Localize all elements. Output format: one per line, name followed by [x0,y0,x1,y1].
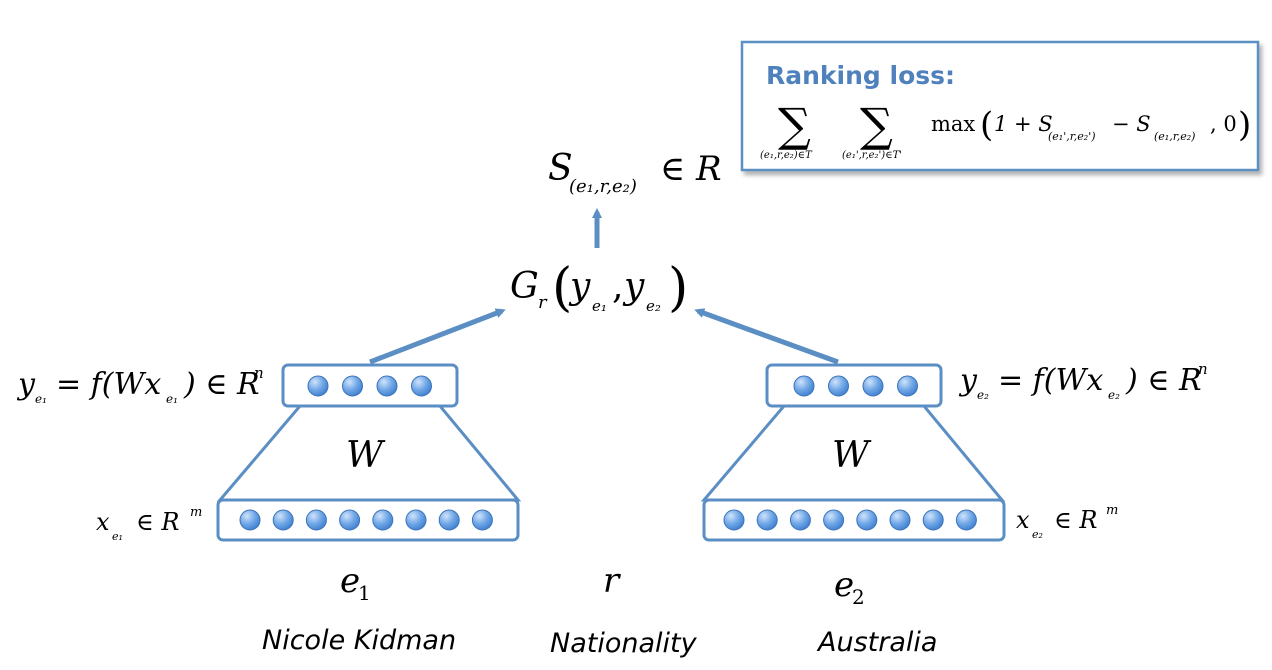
s-corrupt-subscript: (e₁',r,e₂') [1048,130,1096,143]
ranking-loss-title: Ranking loss: [766,61,955,90]
right-x-rhs: ∈ R [1054,506,1097,534]
right-entity-symbol: e [834,565,854,605]
left-hidden-node [307,375,329,397]
right-top-node-box [765,363,943,408]
left-y-mid: = f(Wx [56,367,161,402]
right-y-lhs: y [958,363,978,398]
right-hidden-node [862,375,884,397]
left-bottom-node-box [216,498,520,542]
left-x-sub: e₁ [112,530,123,543]
right-top-nodes [793,375,918,397]
max-close-paren: ) [1238,105,1251,145]
left-arrow [369,308,506,365]
score-s: S [548,148,573,189]
g-close-paren: ) [668,258,688,318]
right-input-node [789,509,811,531]
one-plus-s: 1 + S [994,112,1053,136]
left-y-mid-sub: e₁ [166,392,178,406]
max-word: max [931,112,975,136]
left-hidden-node [342,375,363,397]
right-arrow [694,308,839,365]
score-subscript: (e₁,r,e₂) [569,176,637,197]
right-hidden-node [828,375,849,397]
y2-subscript: e₂ [646,297,661,315]
right-input-node [756,509,778,531]
left-input-node [438,509,460,531]
ranking-loss-border [740,40,1260,172]
right-x-sup: m [1106,503,1118,518]
left-y-rhs: ) ∈ R [183,367,260,402]
right-input-node [823,509,845,531]
left-input-node [405,509,427,531]
right-input-node [723,509,745,531]
composition-function: G r ( y e₁ , y e₂ ) [510,258,688,318]
left-hidden-node [376,375,398,397]
sum-symbol-1: ∑ [778,98,811,152]
right-y-mid: = f(Wx [998,363,1103,398]
left-x-sup: m [190,505,202,520]
left-entity-name: Nicole Kidman [262,625,456,656]
left-input-node [272,509,294,531]
relation-name: Nationality [550,628,698,659]
right-y-lhs-sub: e₂ [977,388,989,402]
right-input-node [922,509,944,531]
right-input-node [856,509,878,531]
right-bottom-nodes [723,509,977,531]
right-bottom-node-box [702,498,1006,542]
relation-symbol: r [603,561,621,601]
minus-s: − S [1112,112,1151,136]
left-input-node [305,509,327,531]
g-letter: G [510,266,539,307]
left-y-lhs-sub: e₁ [35,392,47,406]
left-top-node-box [281,363,459,408]
g-subscript: r [538,292,548,313]
left-encoder: W y e₁ = f(Wx e₁ ) ∈ R n x e₁ ∈ R m e 1 … [16,363,522,656]
sum-symbol-2: ∑ [860,98,893,152]
left-w-label: W [346,435,386,476]
left-entity-symbol: e [340,561,360,601]
g-comma: , [612,266,623,307]
right-hidden-node [897,375,918,397]
right-y-mid-sub: e₂ [1108,388,1120,402]
y1-subscript: e₁ [592,297,607,315]
ranking-loss-box: Ranking loss: ∑ (e₁,r,e₂)∈T ∑ (e₁',r,e₂'… [740,40,1260,172]
left-input-node [372,509,394,531]
right-x-lhs: x [1016,506,1030,534]
left-input-node [471,509,493,531]
left-entity-subscript: 1 [358,581,371,605]
s-true-subscript: (e₁,r,e₂) [1154,130,1195,143]
relation: r Nationality [550,561,698,659]
right-input-node [889,509,911,531]
left-x-lhs: x [96,508,110,536]
left-hidden-node [411,375,432,397]
right-x-sub: e₂ [1032,528,1043,541]
max-open-paren: ( [980,105,993,145]
left-bottom-nodes [239,509,493,531]
y1-letter: y [568,266,591,307]
right-y-rhs: ) ∈ R [1125,363,1202,398]
right-input-node [955,509,977,531]
right-hidden-node [793,375,815,397]
zero-tail: , 0 [1210,112,1237,136]
g-open-paren: ( [552,258,572,318]
score-expression: S (e₁,r,e₂) ∈ R [548,148,722,197]
sum2-subscript: (e₁',r,e₂')∈T' [842,150,902,161]
left-top-nodes [307,375,432,397]
left-input-node [339,509,361,531]
left-y-sup: n [254,364,264,382]
left-y-lhs: y [16,367,36,402]
right-entity-name: Australia [816,627,937,658]
score-in-r: ∈ R [660,149,722,189]
left-x-rhs: ∈ R [136,508,179,536]
left-input-node [239,509,261,531]
sum1-subscript: (e₁,r,e₂)∈T [760,150,813,161]
right-y-sup: n [1198,360,1208,378]
right-encoder: W y e₂ = f(Wx e₂ ) ∈ R n x e₂ ∈ R m e 2 … [700,360,1208,658]
right-entity-subscript: 2 [852,585,865,609]
right-w-label: W [832,435,872,476]
y2-letter: y [622,266,645,307]
